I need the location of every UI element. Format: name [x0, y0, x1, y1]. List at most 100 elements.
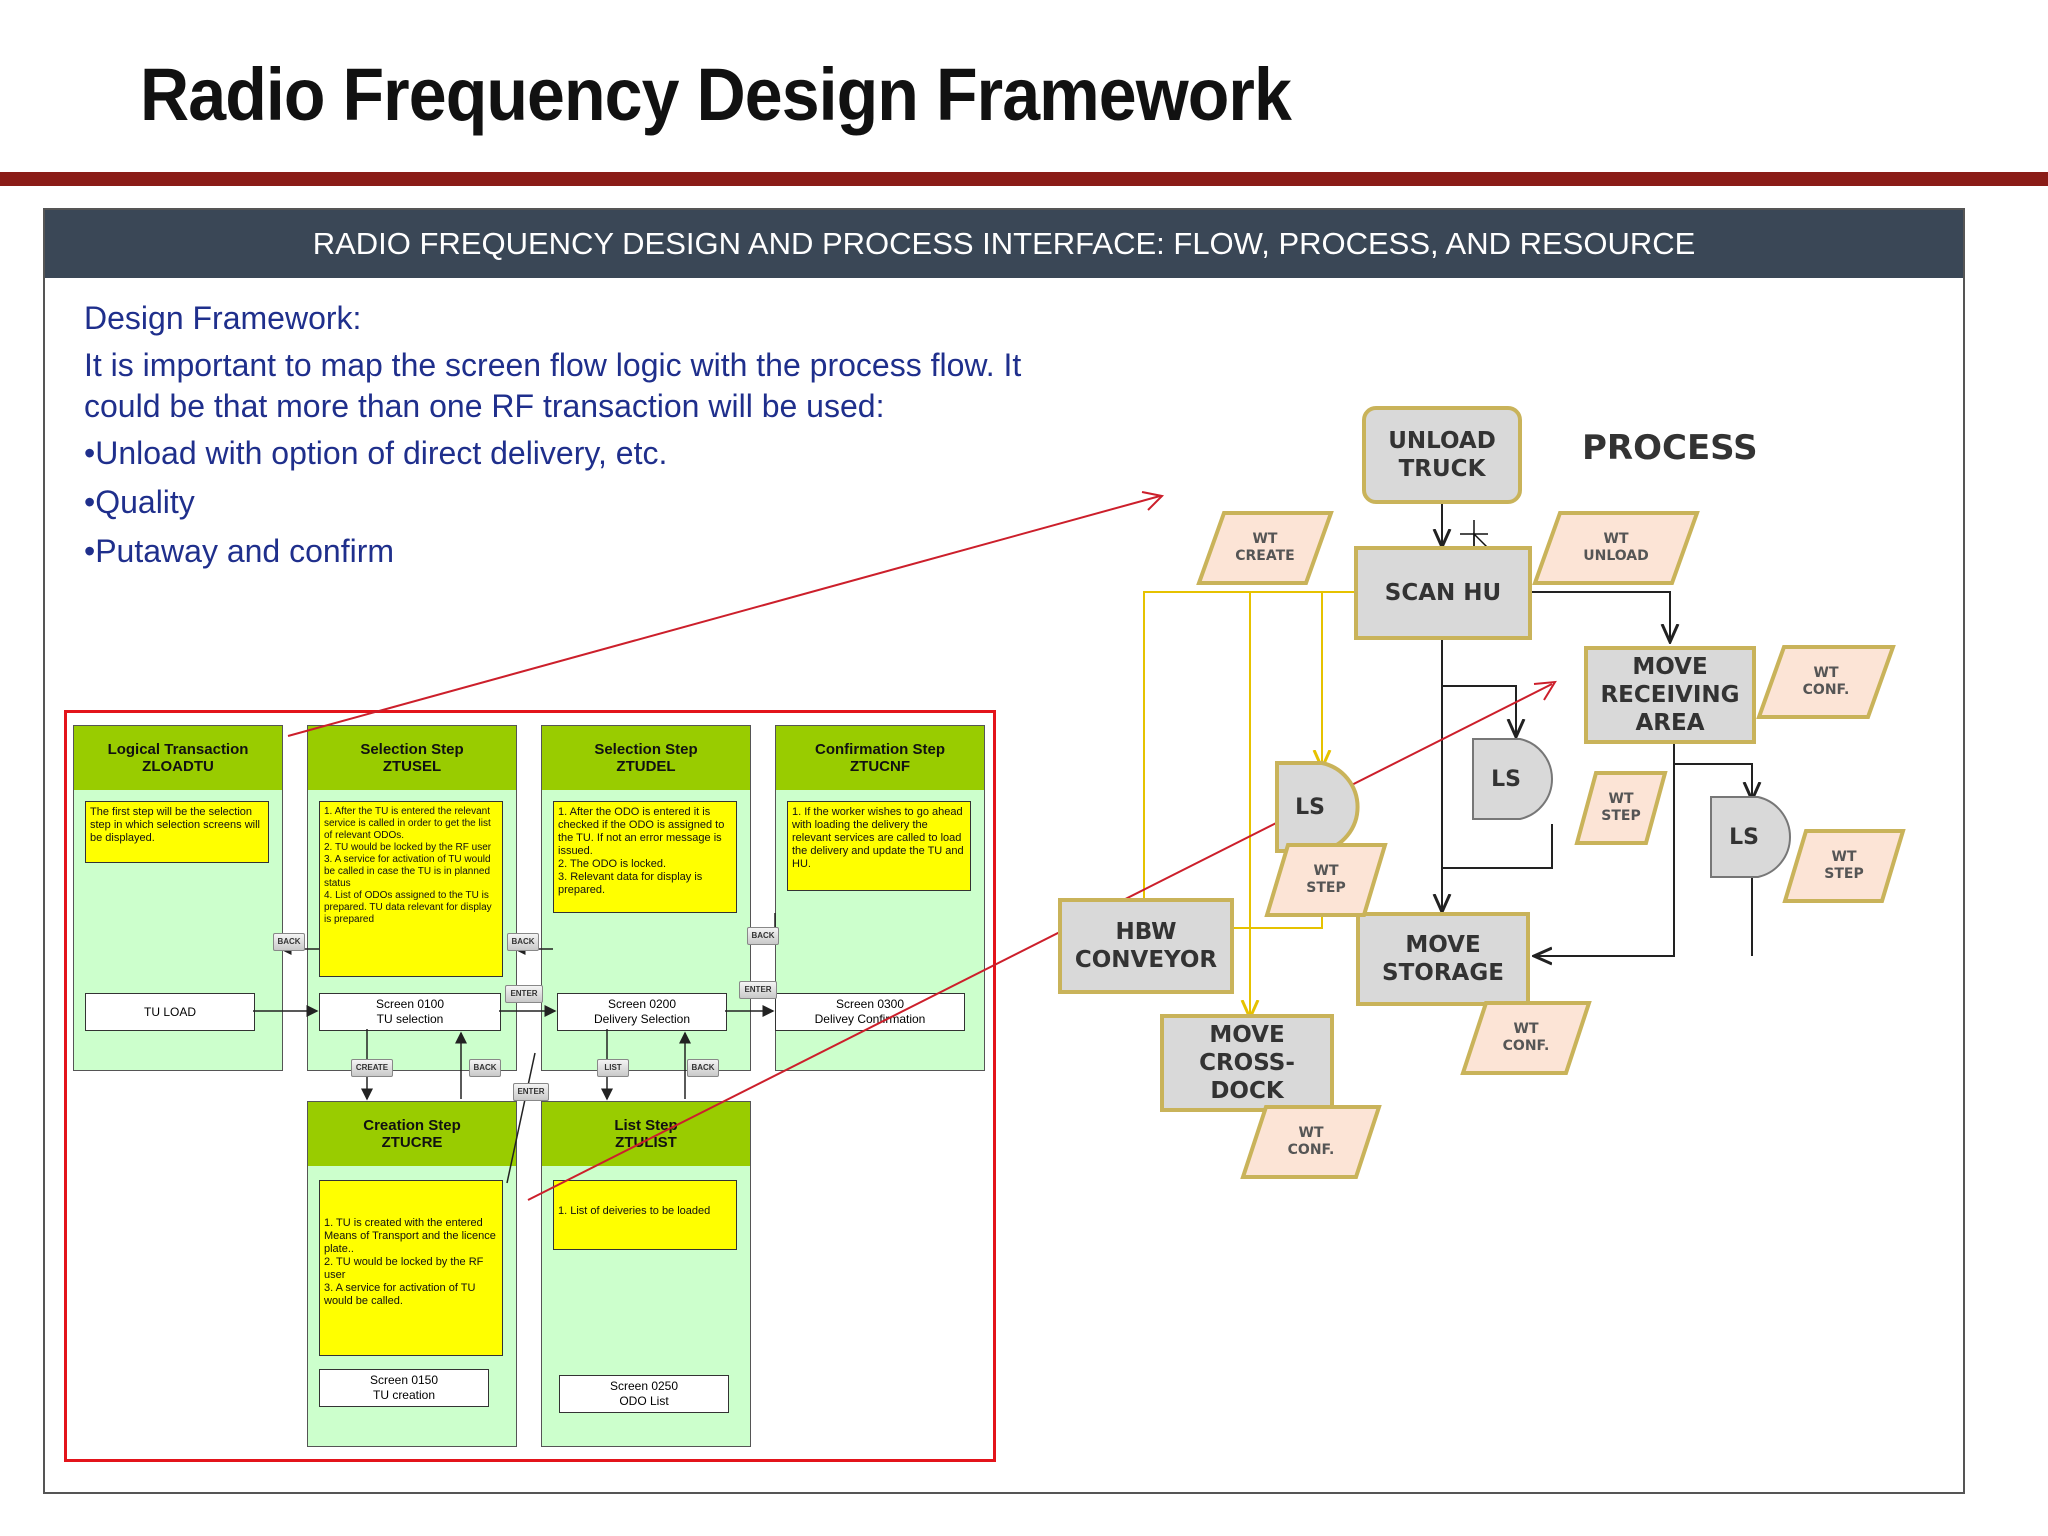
screen-label: Screen 0300 [835, 997, 905, 1011]
wt-step: WT STEP [1574, 770, 1668, 846]
screen-0250: Screen 0250 ODO List [559, 1375, 729, 1413]
column-header: List Step ZTULIST [542, 1102, 750, 1166]
enter-button[interactable]: ENTER [513, 1083, 549, 1101]
wt-conf: WT CONF. [1460, 1000, 1592, 1076]
screen-0100: Screen 0100 TU selection [319, 993, 501, 1031]
column-code: ZTUSEL [382, 758, 442, 775]
intro-heading: Design Framework: [84, 300, 362, 336]
node-label: DOCK [1210, 1078, 1284, 1104]
screen-label: TU LOAD [143, 1004, 196, 1019]
node-label: WT UNLOAD [1583, 531, 1649, 564]
node-scan-hu: SCAN HU [1354, 546, 1532, 640]
intro-text: Design Framework: It is important to map… [84, 298, 1044, 580]
screen-sublabel: Delivery Selection [593, 1012, 691, 1026]
bullet-item: Putaway and confirm [84, 531, 1044, 572]
column-header: Logical Transaction ZLOADTU [74, 726, 282, 790]
enter-button[interactable]: ENTER [739, 981, 777, 999]
column-title: Logical Transaction [107, 741, 249, 758]
slide-title: Radio Frequency Design Framework [140, 53, 1292, 136]
wt-conf: WT CONF. [1240, 1104, 1382, 1180]
screen-sublabel: TU selection [376, 1012, 444, 1026]
node-label: TRUCK [1398, 456, 1486, 482]
node-label: AREA [1635, 710, 1705, 736]
column-title: List Step [614, 1117, 678, 1134]
bullet-item: Quality [84, 482, 1044, 523]
node-label: MOVE [1632, 654, 1708, 680]
column-title: Selection Step [360, 741, 464, 758]
node-label: MOVE [1209, 1022, 1285, 1048]
note-tusel: 1. After the TU is entered the relevant … [319, 801, 503, 977]
screen-0200: Screen 0200 Delivery Selection [557, 993, 727, 1031]
column-header: Selection Step ZTUDEL [542, 726, 750, 790]
node-label: WT CONF. [1287, 1125, 1335, 1158]
node-move-receiving-area: MOVE RECEIVING AREA [1584, 646, 1756, 744]
node-label: LS [1729, 824, 1759, 850]
back-button[interactable]: BACK [507, 933, 539, 951]
node-label: CONVEYOR [1074, 947, 1218, 973]
node-move-cross-dock: MOVE CROSS- DOCK [1160, 1014, 1334, 1112]
process-label: PROCESS [1582, 428, 1758, 468]
node-label: WT CONF. [1502, 1021, 1550, 1054]
screen-sublabel: Delivey Confirmation [814, 1012, 926, 1026]
screen-0150: Screen 0150 TU creation [319, 1369, 489, 1407]
node-ls: LS [1470, 736, 1566, 822]
node-label: LS [1295, 794, 1325, 820]
screen-label: Screen 0200 [607, 997, 677, 1011]
node-label: MOVE [1405, 932, 1481, 958]
title-divider [0, 172, 2048, 186]
intro-bullets: Unload with option of direct delivery, e… [84, 433, 1044, 572]
node-label: WT CONF. [1802, 665, 1850, 698]
column-code: ZTUCNF [850, 758, 910, 775]
column-code: ZLOADTU [142, 758, 214, 775]
node-unload-truck: UNLOAD TRUCK [1362, 406, 1522, 504]
back-button[interactable]: BACK [747, 927, 779, 945]
node-label: WT STEP [1601, 791, 1641, 824]
list-button[interactable]: LIST [597, 1059, 629, 1077]
note-tucre: 1. TU is created with the entered Means … [319, 1180, 503, 1356]
column-header: Selection Step ZTUSEL [308, 726, 516, 790]
wt-conf: WT CONF. [1756, 644, 1896, 720]
column-title: Selection Step [594, 741, 698, 758]
node-ls: LS [1274, 760, 1370, 854]
wt-step: WT STEP [1264, 842, 1388, 918]
node-label: WT STEP [1306, 863, 1346, 896]
wt-step: WT STEP [1782, 828, 1906, 904]
node-label: STORAGE [1382, 960, 1504, 986]
note-tudel: 1. After the ODO is entered it is checke… [553, 801, 737, 913]
rf-screen-flow-diagram: Logical Transaction ZLOADTU Selection St… [64, 710, 996, 1462]
note-tulist: 1. List of deiveries to be loaded [553, 1180, 737, 1250]
node-label: CROSS- [1199, 1050, 1295, 1076]
screen-0300: Screen 0300 Delivey Confirmation [775, 993, 965, 1031]
back-button[interactable]: BACK [687, 1059, 719, 1077]
column-code: ZTUDEL [616, 758, 676, 775]
intro-paragraph: It is important to map the screen flow l… [84, 347, 1022, 424]
column-title: Creation Step [363, 1117, 461, 1134]
note-loadtu: The first step will be the selection ste… [85, 801, 269, 863]
note-tucnf: 1. If the worker wishes to go ahead with… [787, 801, 971, 891]
screen-sublabel: TU creation [372, 1388, 436, 1402]
node-label: RECEIVING [1600, 682, 1740, 708]
column-header: Confirmation Step ZTUCNF [776, 726, 984, 790]
panel-header: RADIO FREQUENCY DESIGN AND PROCESS INTER… [45, 210, 1963, 278]
back-button[interactable]: BACK [469, 1059, 501, 1077]
column-title: Confirmation Step [815, 741, 945, 758]
node-hbw-conveyor: HBW CONVEYOR [1058, 898, 1234, 994]
node-label: SCAN HU [1384, 580, 1502, 606]
node-label: WT STEP [1824, 849, 1864, 882]
column-code: ZTULIST [615, 1134, 677, 1151]
node-label: UNLOAD [1388, 428, 1496, 454]
node-move-storage: MOVE STORAGE [1356, 912, 1530, 1006]
enter-button[interactable]: ENTER [505, 985, 543, 1003]
node-label: LS [1491, 766, 1521, 792]
node-label: HBW [1115, 919, 1177, 945]
column-code: ZTUCRE [381, 1134, 443, 1151]
screen-label: Screen 0100 [375, 997, 445, 1011]
back-button[interactable]: BACK [273, 933, 305, 951]
node-ls: LS [1708, 794, 1804, 880]
create-button[interactable]: CREATE [351, 1059, 393, 1077]
wt-unload: WT UNLOAD [1532, 510, 1700, 586]
screen-label: Screen 0250 [609, 1379, 679, 1393]
node-label: WT CREATE [1235, 531, 1295, 564]
screen-tu-load: TU LOAD [85, 993, 255, 1031]
